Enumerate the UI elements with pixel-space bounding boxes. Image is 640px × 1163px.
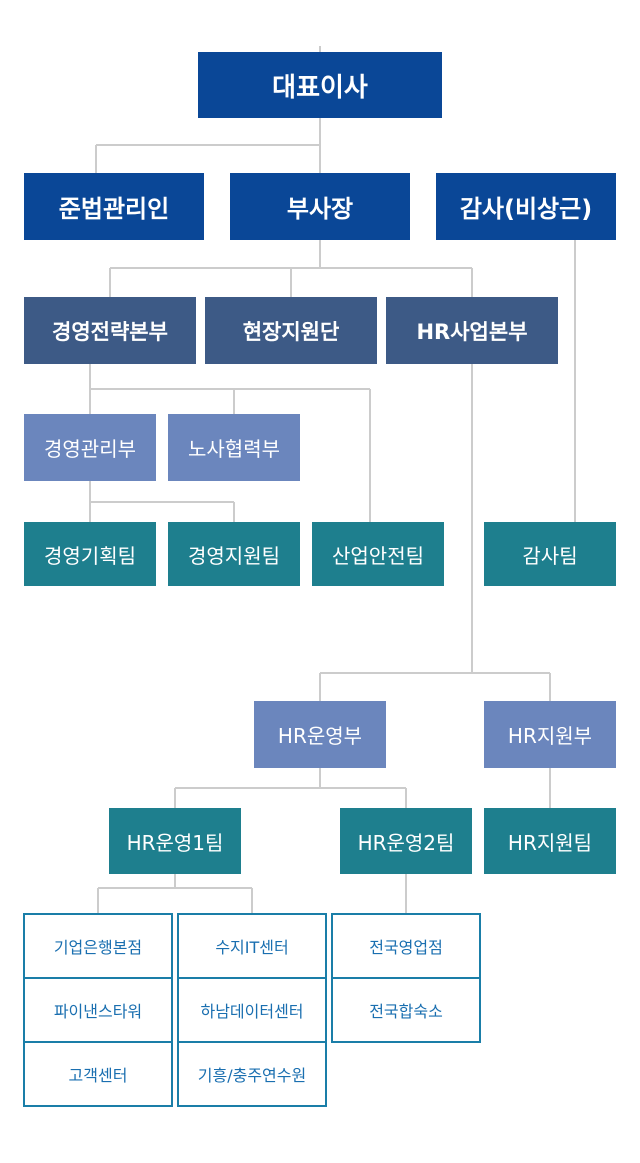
site-label: 전국영업점 xyxy=(369,938,443,957)
strategy-hq-box: 경영전략본부 xyxy=(24,297,196,364)
labor-coop-dept-label: 노사협력부 xyxy=(188,437,280,461)
compliance-officer-box: 준법관리인 xyxy=(24,173,204,240)
site-box: 전국합숙소 xyxy=(331,977,481,1043)
hr-ops-dept-label: HR운영부 xyxy=(277,724,363,748)
hr-ops-team1-label: HR운영1팀 xyxy=(126,830,224,855)
site-label: 수지IT센터 xyxy=(215,938,289,957)
ceo-label: 대표이사 xyxy=(272,72,368,103)
site-label: 고객센터 xyxy=(68,1066,128,1085)
site-label: 기업은행본점 xyxy=(53,938,143,957)
site-box: 하남데이터센터 xyxy=(177,977,327,1043)
site-box: 고객센터 xyxy=(23,1041,173,1107)
auditor-label: 감사(비상근) xyxy=(459,195,593,223)
site-label: 파이낸스타워 xyxy=(53,1002,143,1021)
labor-coop-dept-box: 노사협력부 xyxy=(168,414,300,481)
hr-ops-team1-box: HR운영1팀 xyxy=(109,808,241,874)
site-box: 파이낸스타워 xyxy=(23,977,173,1043)
hr-support-team-box: HR지원팀 xyxy=(484,808,616,874)
hr-support-dept-label: HR지원부 xyxy=(507,724,593,748)
industrial-safety-team-label: 산업안전팀 xyxy=(332,543,424,568)
field-support-label: 현장지원단 xyxy=(242,319,340,344)
mgmt-support-team-label: 경영지원팀 xyxy=(188,543,280,568)
hr-support-team-label: HR지원팀 xyxy=(507,830,593,855)
site-box: 수지IT센터 xyxy=(177,913,327,979)
site-label: 하남데이터센터 xyxy=(200,1002,304,1021)
compliance-officer-label: 준법관리인 xyxy=(58,195,170,223)
mgmt-planning-team-label: 경영기획팀 xyxy=(44,543,136,568)
vice-president-box: 부사장 xyxy=(230,173,410,240)
site-label: 기흥/충주연수원 xyxy=(197,1066,307,1085)
hr-business-hq-box: HR사업본부 xyxy=(386,297,558,364)
hr-business-hq-label: HR사업본부 xyxy=(416,319,528,344)
industrial-safety-team-box: 산업안전팀 xyxy=(312,522,444,586)
hr-ops-dept-box: HR운영부 xyxy=(254,701,386,768)
audit-team-box: 감사팀 xyxy=(484,522,616,586)
mgmt-support-team-box: 경영지원팀 xyxy=(168,522,300,586)
audit-team-label: 감사팀 xyxy=(522,543,578,568)
hr-ops-team2-label: HR운영2팀 xyxy=(357,830,455,855)
ceo-box: 대표이사 xyxy=(198,52,442,118)
site-box: 기업은행본점 xyxy=(23,913,173,979)
vice-president-label: 부사장 xyxy=(286,195,354,223)
site-box: 전국영업점 xyxy=(331,913,481,979)
hr-ops-team2-box: HR운영2팀 xyxy=(340,808,472,874)
mgmt-planning-team-box: 경영기획팀 xyxy=(24,522,156,586)
mgmt-admin-dept-label: 경영관리부 xyxy=(44,437,136,461)
strategy-hq-label: 경영전략본부 xyxy=(52,319,168,344)
hr-support-dept-box: HR지원부 xyxy=(484,701,616,768)
mgmt-admin-dept-box: 경영관리부 xyxy=(24,414,156,481)
auditor-box: 감사(비상근) xyxy=(436,173,616,240)
site-label: 전국합숙소 xyxy=(369,1002,443,1021)
field-support-box: 현장지원단 xyxy=(205,297,377,364)
site-box: 기흥/충주연수원 xyxy=(177,1041,327,1107)
